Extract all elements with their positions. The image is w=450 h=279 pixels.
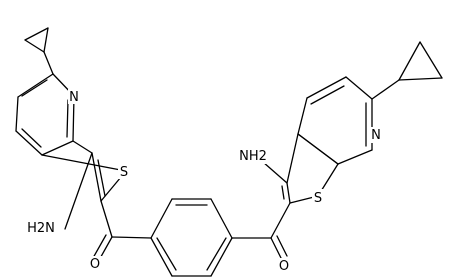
bond	[419, 41, 443, 79]
bond	[21, 128, 42, 148]
bond	[276, 235, 288, 257]
bond	[297, 97, 308, 135]
bond	[150, 198, 173, 239]
bond	[111, 236, 152, 239]
bond	[310, 85, 345, 105]
bond	[398, 77, 443, 81]
bond	[43, 27, 49, 53]
bond	[24, 27, 49, 41]
bond	[24, 39, 45, 53]
left-carbonyl	[92, 200, 152, 263]
bond	[17, 73, 54, 98]
bond	[100, 200, 113, 238]
bond	[306, 76, 347, 99]
bond	[398, 41, 421, 81]
bond	[21, 79, 48, 97]
bond	[262, 161, 288, 184]
atom-labels: N S H2N O N S NH2 O	[26, 89, 383, 274]
bond	[150, 237, 173, 277]
bond	[206, 237, 227, 271]
bond	[337, 149, 373, 165]
amine-label-right: NH2	[239, 149, 267, 164]
bond	[41, 140, 74, 156]
bond	[286, 133, 299, 184]
bond	[92, 234, 107, 259]
bond	[15, 130, 43, 156]
bond	[91, 152, 102, 202]
bond	[297, 133, 339, 165]
bond	[371, 79, 400, 100]
bond	[210, 198, 233, 239]
central-benzene	[150, 198, 233, 277]
bond	[210, 237, 233, 277]
bond	[345, 76, 373, 100]
bond	[66, 99, 69, 138]
bond	[43, 51, 54, 75]
nitrogen-label-right: N	[371, 128, 381, 143]
oxygen-label-right: O	[279, 259, 289, 274]
bond	[64, 152, 93, 230]
oxygen-label-left: O	[90, 257, 100, 272]
bond	[270, 202, 291, 239]
bond	[156, 237, 177, 271]
nitrogen-label-left: N	[69, 90, 79, 105]
sulfur-label-left: S	[120, 165, 128, 180]
bond	[286, 182, 291, 204]
bond	[15, 96, 19, 132]
bond	[281, 185, 285, 200]
left-thienopyridine	[15, 27, 127, 230]
bond	[41, 154, 127, 172]
right-carbonyl	[231, 202, 291, 261]
right-thienopyridine	[262, 41, 443, 204]
sulfur-label-right: S	[314, 191, 322, 206]
amine-label-left: H2N	[27, 221, 55, 236]
bond	[72, 140, 93, 154]
bond	[270, 237, 283, 261]
